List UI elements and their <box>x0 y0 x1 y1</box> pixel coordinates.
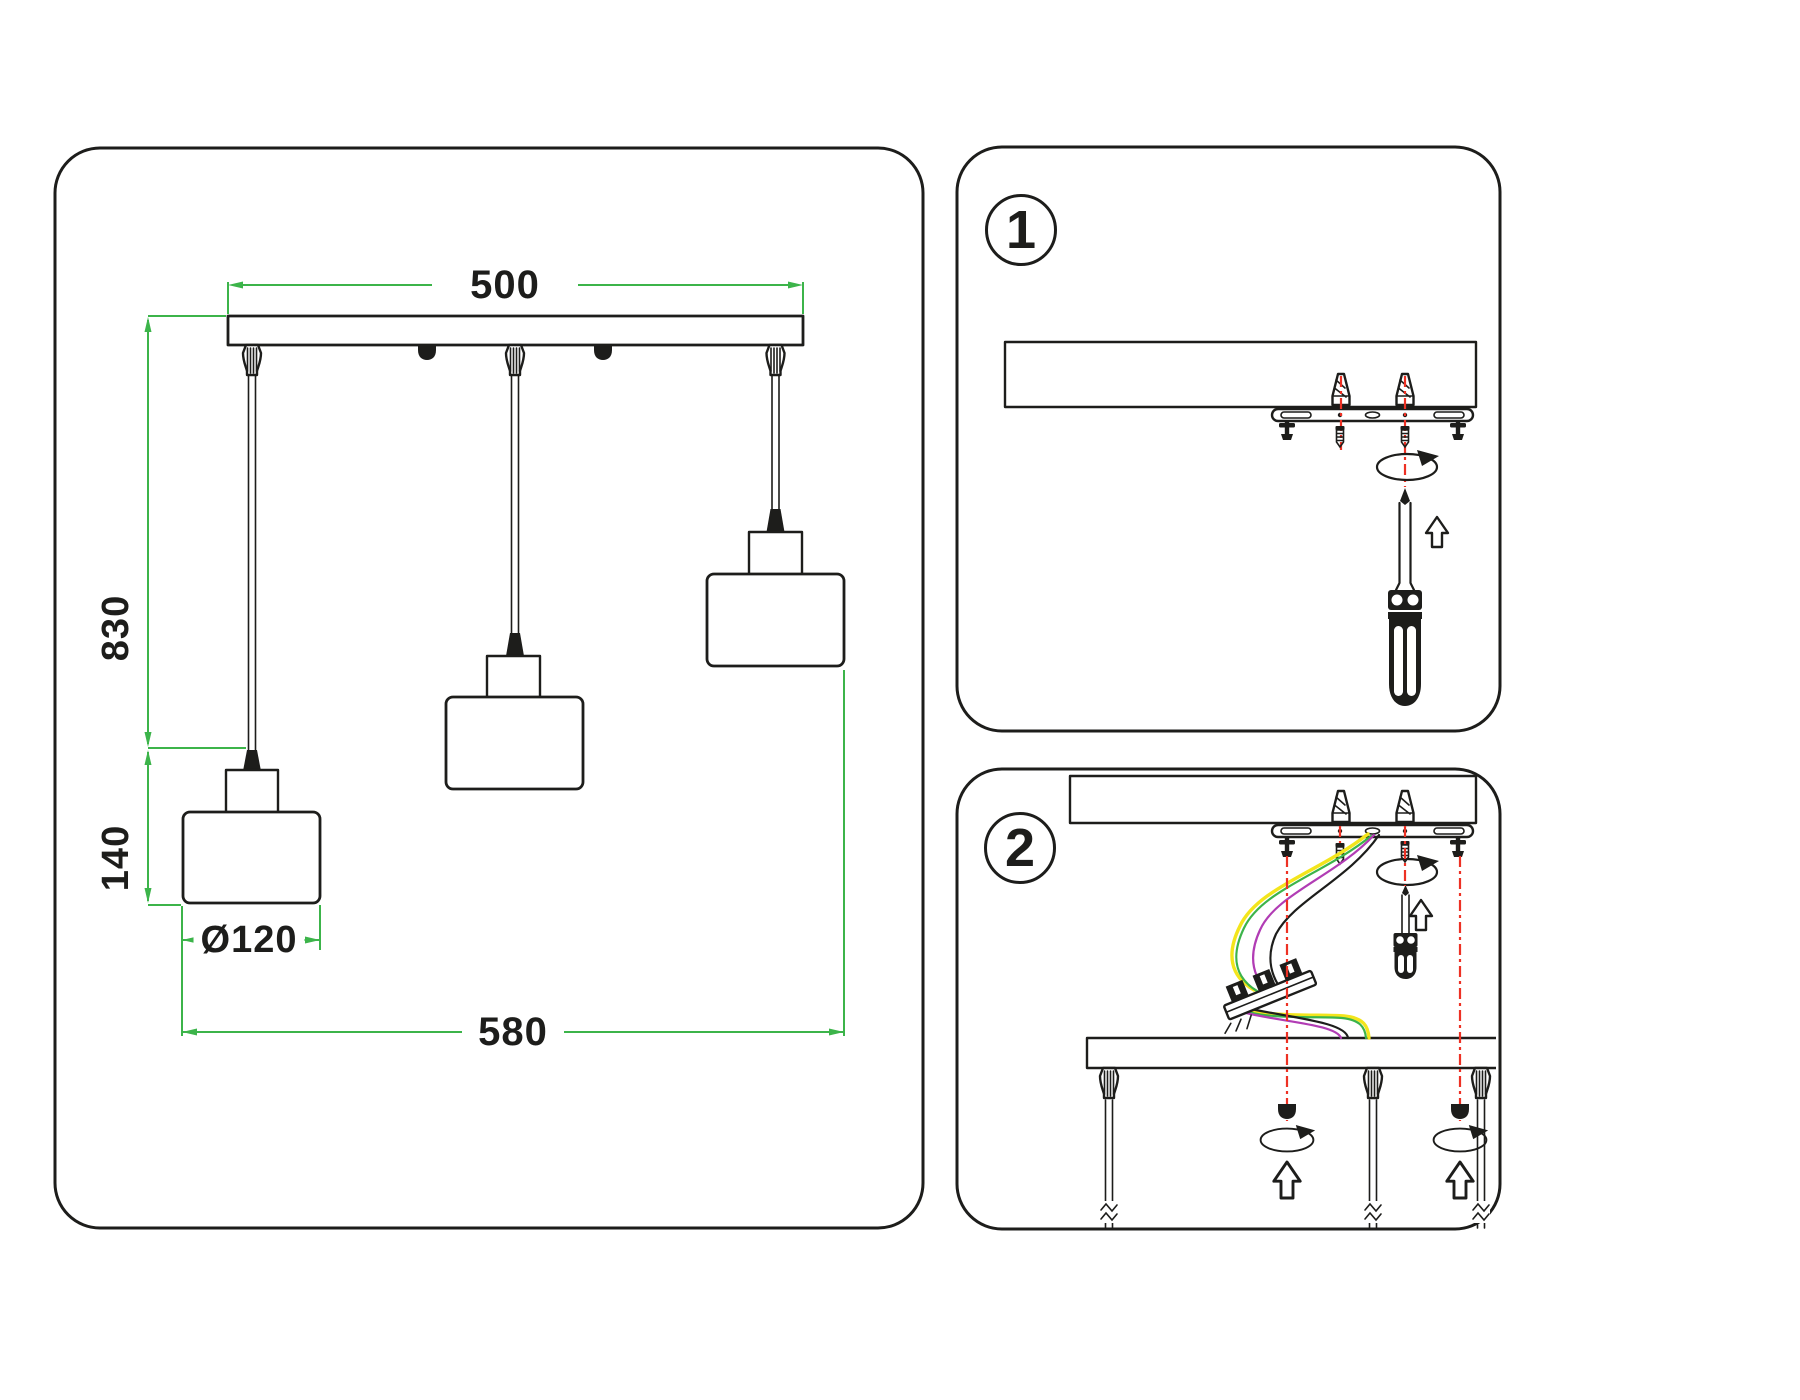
step2-drawing <box>1068 774 1496 1229</box>
pendant-2 <box>444 633 585 791</box>
dim-shade-diameter: Ø120 <box>193 921 305 959</box>
canopy-bar <box>226 314 805 347</box>
alignment-line <box>1285 856 1462 1121</box>
screwdriver-icon <box>1388 488 1422 706</box>
step-1-number: 1 <box>1005 200 1037 260</box>
dim-canopy-width: 500 <box>463 265 547 305</box>
dim-overall-width: 580 <box>471 1012 555 1052</box>
pendant-lamp-dimension-drawing <box>144 281 846 1036</box>
screwdriver-icon <box>1393 885 1418 979</box>
step1-panel-frame <box>955 145 1502 733</box>
cord-grip-icon <box>1470 1066 1492 1100</box>
step-2-number: 2 <box>1004 818 1036 878</box>
step-2-badge: 2 <box>984 812 1056 884</box>
mounting-bracket <box>1270 407 1475 423</box>
ceiling <box>1068 774 1478 825</box>
cord-grip-icon <box>241 343 263 377</box>
pendant-1 <box>181 750 322 905</box>
cord-grip-icon <box>1362 1066 1384 1100</box>
terminal-block-icon <box>1223 958 1318 1035</box>
cord-grip-icon <box>1098 1066 1120 1100</box>
alignment-line <box>1338 826 1407 886</box>
pendant-3 <box>705 509 846 668</box>
dimension-lines <box>144 281 845 1036</box>
step1-drawing <box>1003 340 1478 706</box>
cord-grip-icon <box>504 343 526 377</box>
cord-grip-icon <box>765 343 786 377</box>
supply-wires <box>1230 832 1381 1040</box>
step2-panel-frame <box>955 767 1502 1231</box>
dim-shade-height: 140 <box>95 824 137 892</box>
fixture-canopy-bar <box>1085 1036 1496 1070</box>
step-1-badge: 1 <box>985 194 1057 266</box>
dim-suspension-height: 830 <box>95 594 137 662</box>
pendant-cables <box>1099 1099 1491 1229</box>
